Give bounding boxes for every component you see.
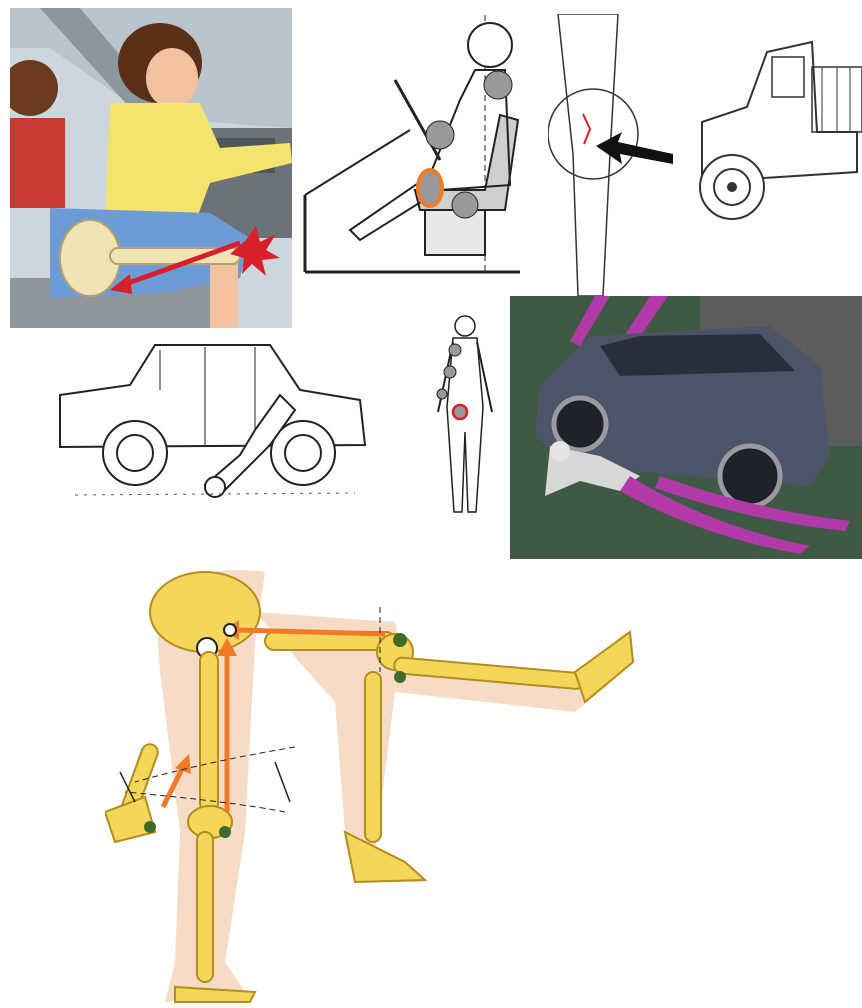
truck-line-drawing	[692, 32, 862, 228]
body-injury-map-figure	[428, 312, 503, 517]
leg-impact-arrow-illustration	[548, 14, 676, 296]
suv-pedestrian-3d-render	[510, 296, 862, 559]
driver-knee-impact-illustration	[10, 8, 292, 328]
sedan-pedestrian-collision-drawing	[55, 335, 375, 507]
seated-occupant-diagram	[300, 10, 525, 282]
leg-skeleton-force-diagram	[105, 562, 645, 1008]
